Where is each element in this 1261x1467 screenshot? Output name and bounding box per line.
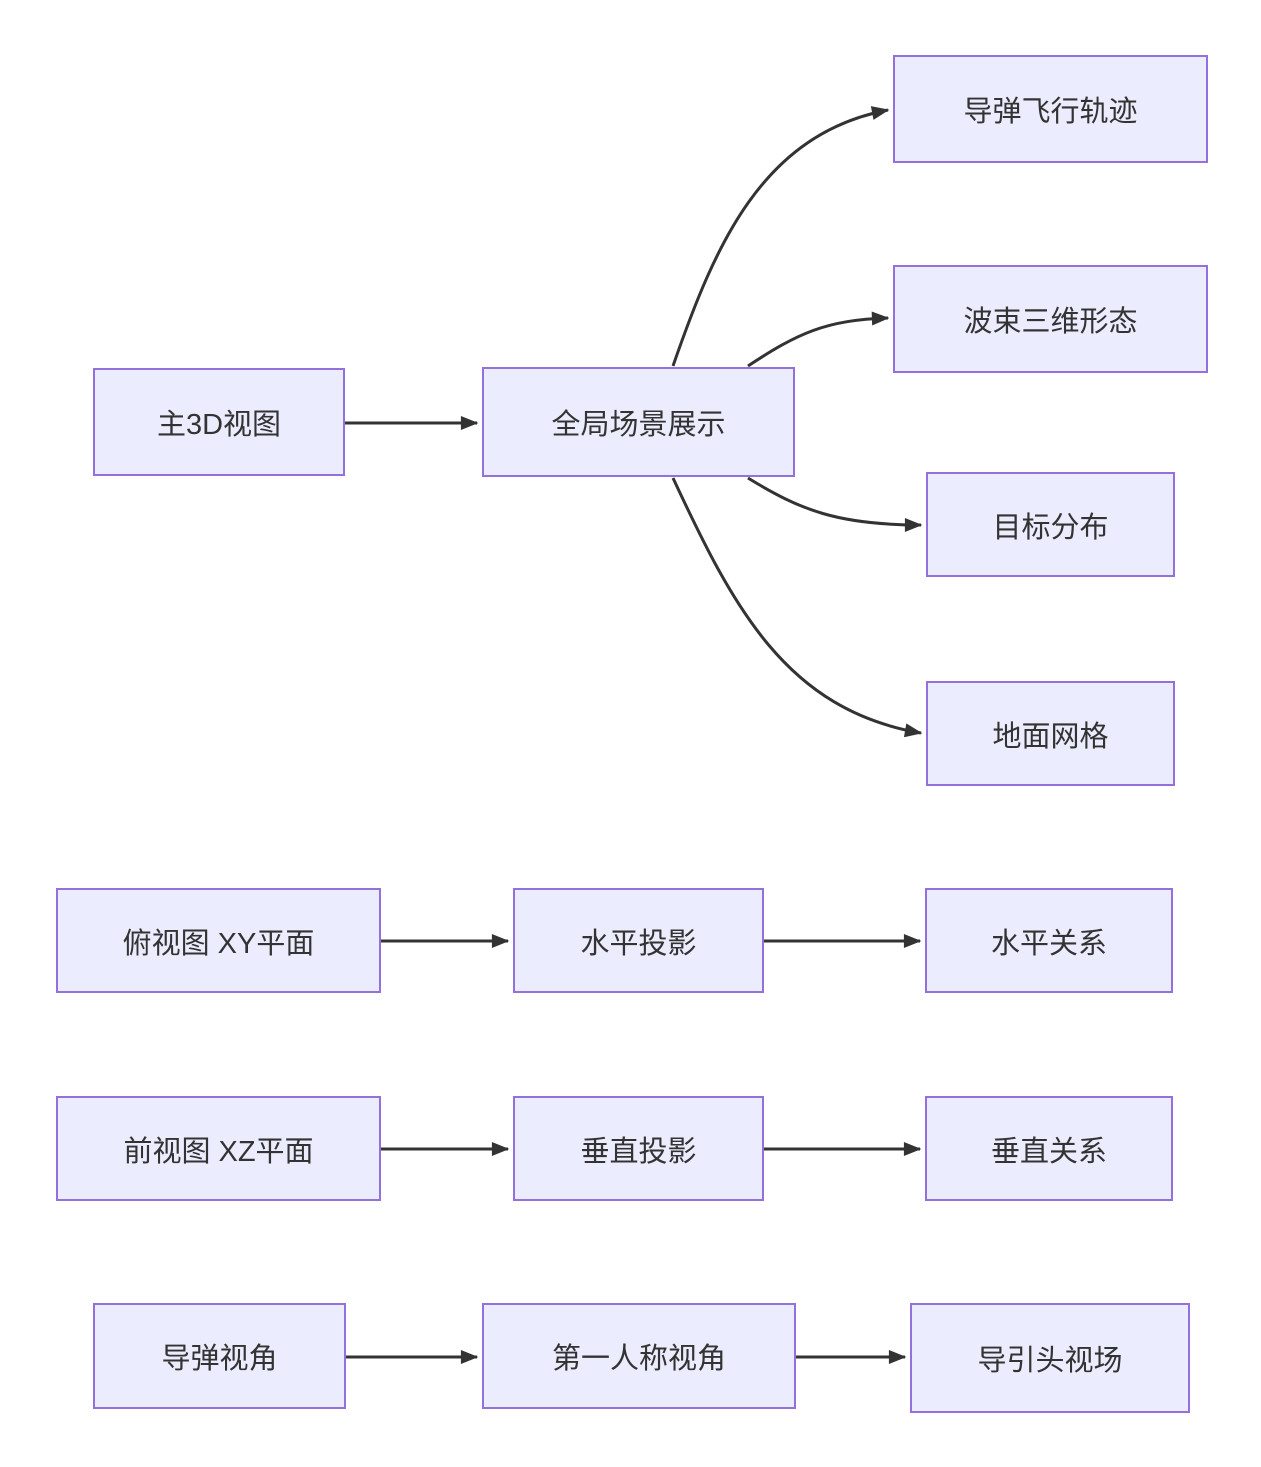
edge-global-to-grid — [671, 477, 923, 738]
node-global-scene: 全局场景展示 — [482, 367, 795, 477]
node-beam-3d-shape: 波束三维形态 — [893, 265, 1208, 373]
node-front-view: 前视图 XZ平面 — [56, 1096, 381, 1201]
node-first-person-view: 第一人称视角 — [482, 1303, 796, 1409]
edge-global-to-trajectory — [671, 106, 890, 367]
node-missile-view: 导弹视角 — [93, 1303, 346, 1409]
node-main-3d-view: 主3D视图 — [93, 368, 345, 476]
node-horizontal-projection: 水平投影 — [513, 888, 764, 993]
edge-global-to-targets — [747, 476, 923, 532]
node-vertical-projection: 垂直投影 — [513, 1096, 764, 1201]
node-vertical-relation: 垂直关系 — [925, 1096, 1173, 1201]
edge-global-to-beam — [747, 311, 890, 368]
node-missile-trajectory: 导弹飞行轨迹 — [893, 55, 1208, 163]
node-top-view: 俯视图 XY平面 — [56, 888, 381, 993]
node-seeker-fov: 导引头视场 — [910, 1303, 1190, 1413]
node-target-distribution: 目标分布 — [926, 472, 1175, 577]
node-ground-grid: 地面网格 — [926, 681, 1175, 786]
node-horizontal-relation: 水平关系 — [925, 888, 1173, 993]
